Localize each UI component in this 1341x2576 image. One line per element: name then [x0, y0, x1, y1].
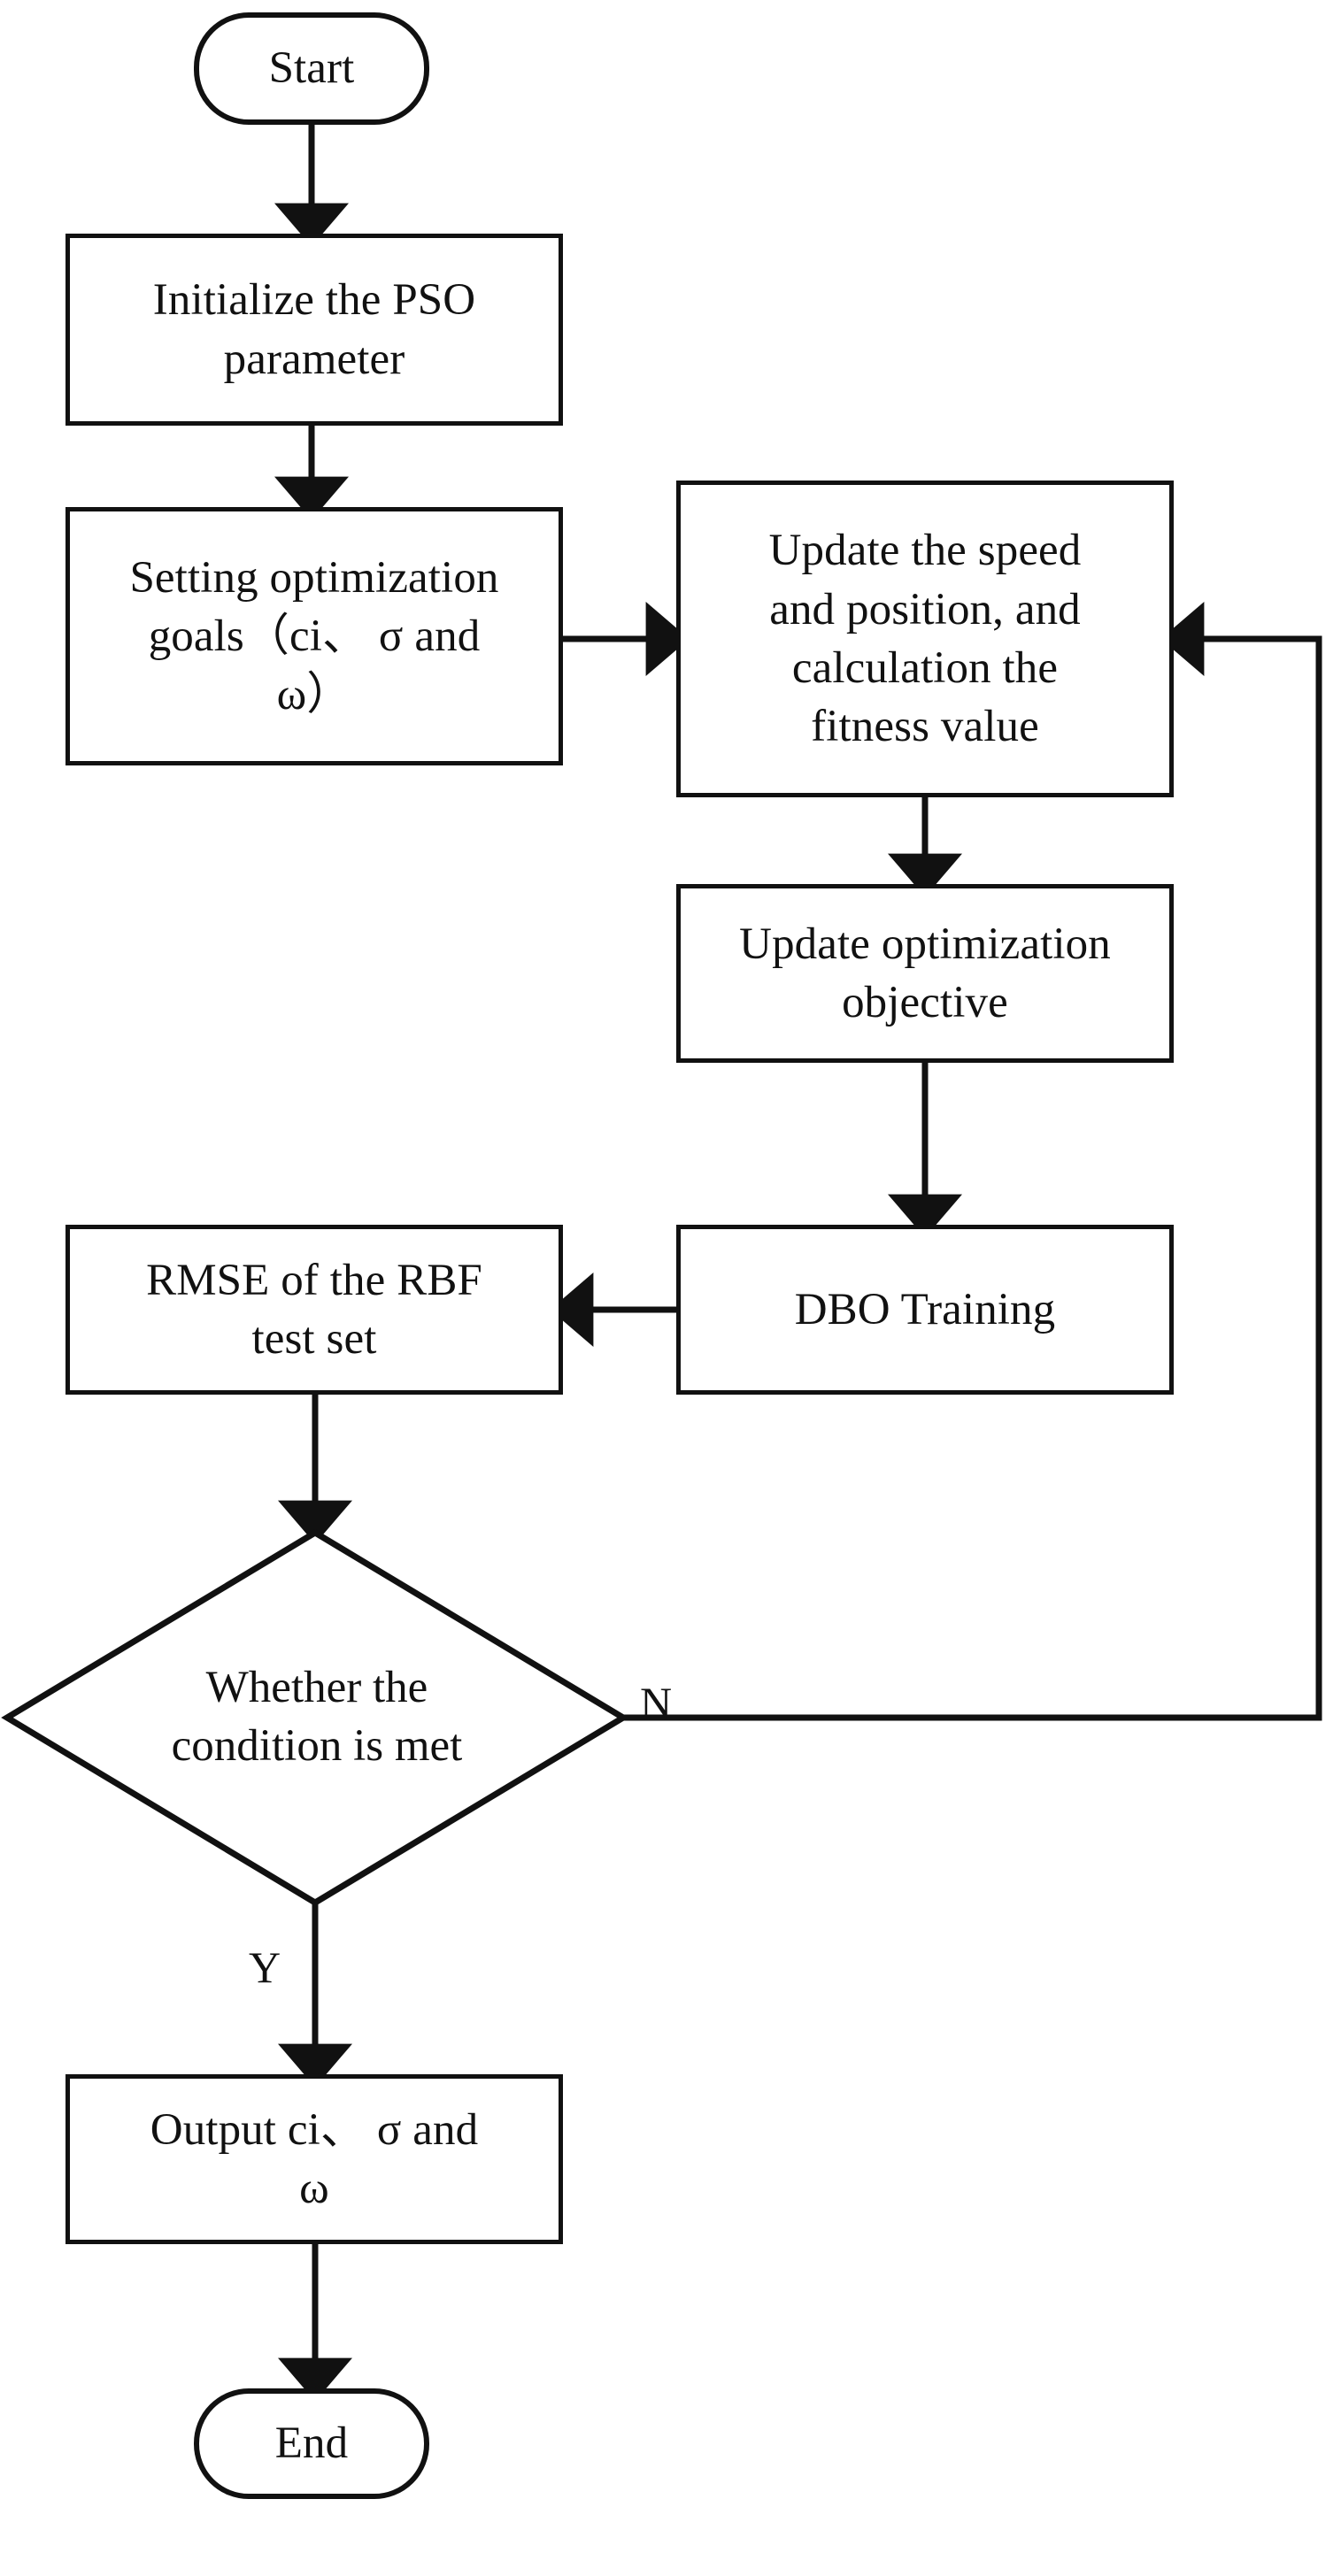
- node-update-speed-position[interactable]: Update the speed and position, and calcu…: [676, 481, 1174, 797]
- node-dbo-training[interactable]: DBO Training: [676, 1225, 1174, 1395]
- node-initialize-pso[interactable]: Initialize the PSO parameter: [66, 234, 563, 426]
- node-decision-condition-label: Whether the condition is met: [171, 1662, 463, 1771]
- edge-label-yes: Y: [249, 1942, 281, 1992]
- node-setting-optimization-goals[interactable]: Setting optimization goals（ci、 σ and ω）: [66, 507, 563, 765]
- node-dbo-training-label: DBO Training: [794, 1284, 1056, 1334]
- node-decision-condition[interactable]: Whether the condition is met: [7, 1531, 627, 1903]
- node-setting-optimization-goals-label: Setting optimization goals（ci、 σ and ω）: [129, 552, 499, 720]
- node-initialize-pso-label: Initialize the PSO parameter: [152, 275, 476, 384]
- node-end[interactable]: End: [194, 2388, 429, 2499]
- node-output-parameters-label: Output ci、 σ and ω: [150, 2104, 479, 2213]
- node-update-speed-position-label: Update the speed and position, and calcu…: [768, 526, 1082, 752]
- node-rmse-rbf-test-set[interactable]: RMSE of the RBF test set: [66, 1225, 563, 1395]
- edge-decision-no-loopback: [623, 602, 1322, 1721]
- node-start[interactable]: Start: [194, 12, 429, 125]
- node-update-optimization-objective-label: Update optimization objective: [739, 919, 1111, 1027]
- node-rmse-rbf-test-set-label: RMSE of the RBF test set: [146, 1255, 482, 1364]
- node-end-label: End: [274, 2418, 349, 2469]
- edge-label-no: N: [640, 1678, 673, 1727]
- node-update-optimization-objective[interactable]: Update optimization objective: [676, 884, 1174, 1063]
- node-output-parameters[interactable]: Output ci、 σ and ω: [66, 2074, 563, 2244]
- node-start-label: Start: [268, 43, 355, 94]
